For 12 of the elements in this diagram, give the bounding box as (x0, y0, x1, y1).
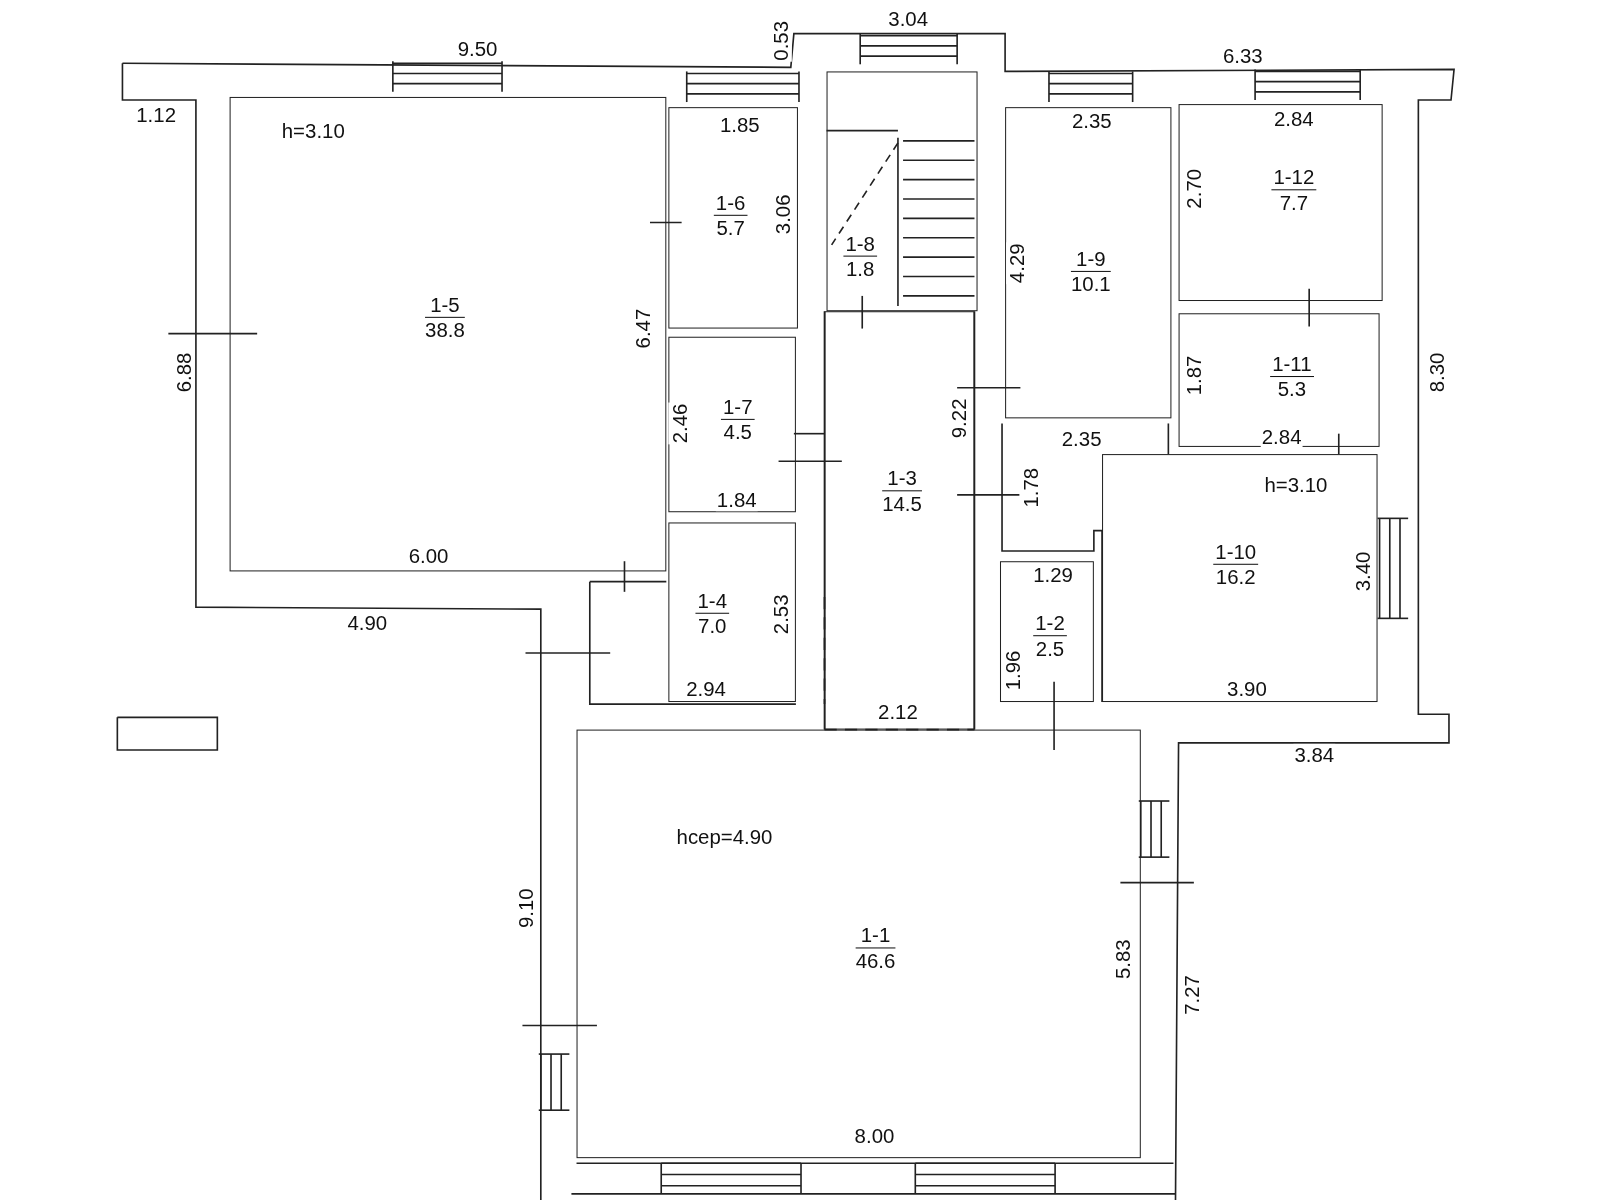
room-label: 1-7 4.5 (720, 394, 755, 445)
room-label: 1-1 46.6 (855, 922, 896, 973)
room-label: 1-3 14.5 (882, 465, 922, 516)
room-label: 1-9 10.1 (1070, 246, 1111, 297)
room-label: 1-10 16.2 (1213, 539, 1259, 590)
room-label: 1-12 7.7 (1271, 164, 1317, 215)
room-label: 1-11 5.3 (1270, 351, 1314, 402)
room-label: 1-5 38.8 (425, 292, 465, 343)
room-label: 1-4 7.0 (695, 588, 730, 639)
room-label: 1-6 5.7 (713, 190, 748, 241)
room-label: 1-2 2.5 (1033, 610, 1067, 661)
room-label: 1-8 1.8 (843, 231, 877, 282)
